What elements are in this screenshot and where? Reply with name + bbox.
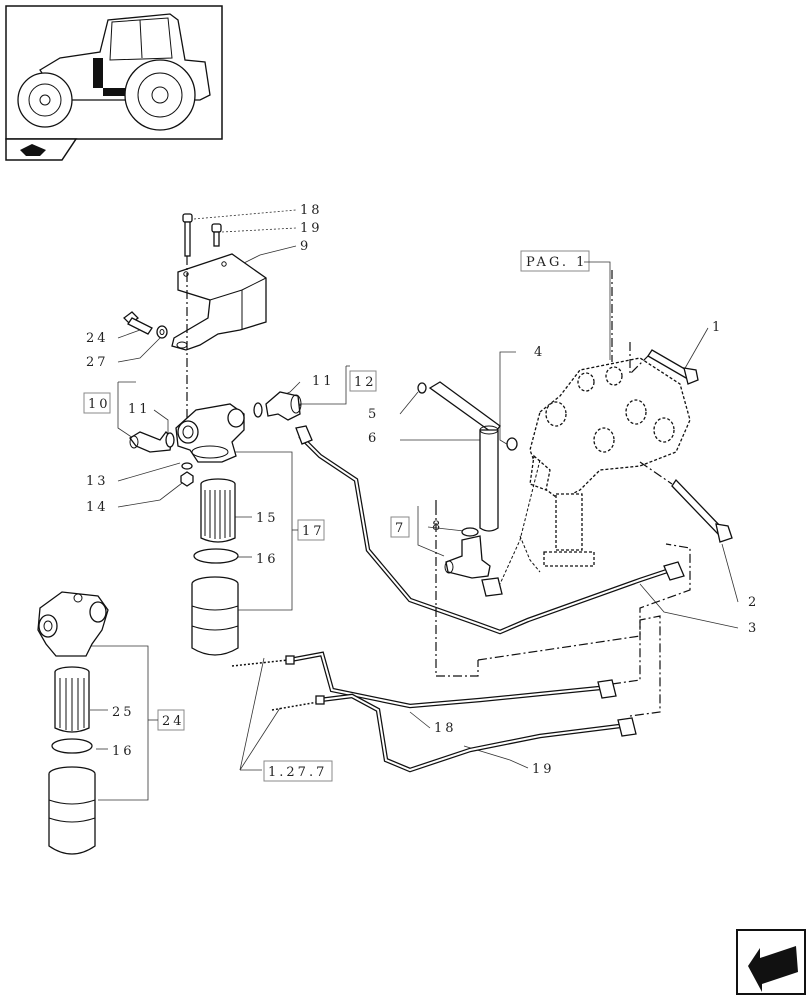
svg-text:10: 10 [88,397,111,412]
callout-4: 4 [534,345,545,360]
section-tab-icon[interactable] [5,138,78,161]
pipe-pressure-line[interactable] [295,425,685,635]
callout-19-bolt: 19 [300,221,323,236]
next-page-arrow-icon[interactable] [736,929,806,995]
pipe-18[interactable] [231,651,617,709]
seal-11-right[interactable] [253,402,263,418]
callout-19-pipe: 19 [532,762,555,777]
callout-25-filter-element: 25 [112,705,135,720]
callout-6: 6 [368,431,379,446]
svg-text:24: 24 [162,714,185,729]
callout-15-filter-element: 15 [256,511,279,526]
callout-18-pipe: 18 [434,721,457,736]
tube-6[interactable] [428,381,501,532]
svg-text:12: 12 [354,375,377,390]
ref-box-12[interactable]: 12 [349,370,377,392]
svg-text:17: 17 [302,524,325,539]
callout-13: 13 [86,474,109,489]
callout-24-screw: 24 [86,331,109,346]
filter-element-15[interactable] [200,478,236,543]
svg-text:PAG. 1: PAG. 1 [526,255,587,270]
callout-8: 8 [432,519,443,534]
oring-16-lower[interactable] [51,738,93,754]
filter-canister-lower[interactable] [48,766,96,855]
nut-14[interactable] [180,471,194,487]
filter-element-25[interactable] [54,666,90,733]
callout-5: 5 [368,407,379,422]
ref-box-17[interactable]: 17 [297,519,325,541]
callout-2: 2 [748,595,759,610]
callout-16-oring: 16 [256,552,279,567]
bolt-19[interactable] [211,223,222,247]
svg-text:1.27.7: 1.27.7 [268,765,327,780]
plug-13[interactable] [181,462,193,470]
bolt-1[interactable] [647,349,699,385]
seal-11-left[interactable] [165,432,175,448]
filter-head-lower[interactable] [37,591,109,657]
axis-bolt-2 [639,461,673,485]
elbow-fitting-12[interactable] [265,391,302,421]
seal-8[interactable] [461,527,479,537]
bolt-18[interactable] [182,213,193,257]
ref-box-pag-1[interactable]: PAG. 1 [520,250,590,272]
ref-box-7[interactable]: 7 [390,516,410,538]
filter-canister[interactable] [191,576,239,656]
callout-11-seal-right: 11 [312,374,335,389]
filter-head[interactable] [175,403,245,463]
svg-text:7: 7 [395,521,406,536]
ref-box-1-27-7[interactable]: 1.27.7 [263,760,333,782]
callout-14: 14 [86,500,109,515]
seal-4[interactable] [506,437,518,451]
screw-24[interactable] [123,311,153,335]
pipe-19[interactable] [271,693,637,773]
callout-27-washer: 27 [86,355,109,370]
callout-3: 3 [748,621,759,636]
ref-box-10[interactable]: 10 [83,392,111,414]
bracket-9[interactable] [171,253,267,351]
ref-box-24[interactable]: 24 [157,709,185,731]
leader-lines [86,209,739,801]
callout-16-oring-lower: 16 [112,744,135,759]
bolt-2[interactable] [671,478,733,543]
oring-16[interactable] [193,548,239,564]
seal-5[interactable] [417,382,427,394]
washer-27[interactable] [156,325,168,339]
callout-1: 1 [712,320,723,335]
tee-fitting-7[interactable] [444,535,503,597]
hydraulic-valve-block[interactable] [499,357,691,585]
tractor-thumbnail[interactable] [5,5,223,140]
callout-11-seal-left: 11 [128,402,151,417]
dashed-outline [435,500,691,717]
callout-9-bracket: 9 [300,239,311,254]
callout-18-bolt: 18 [300,203,323,218]
